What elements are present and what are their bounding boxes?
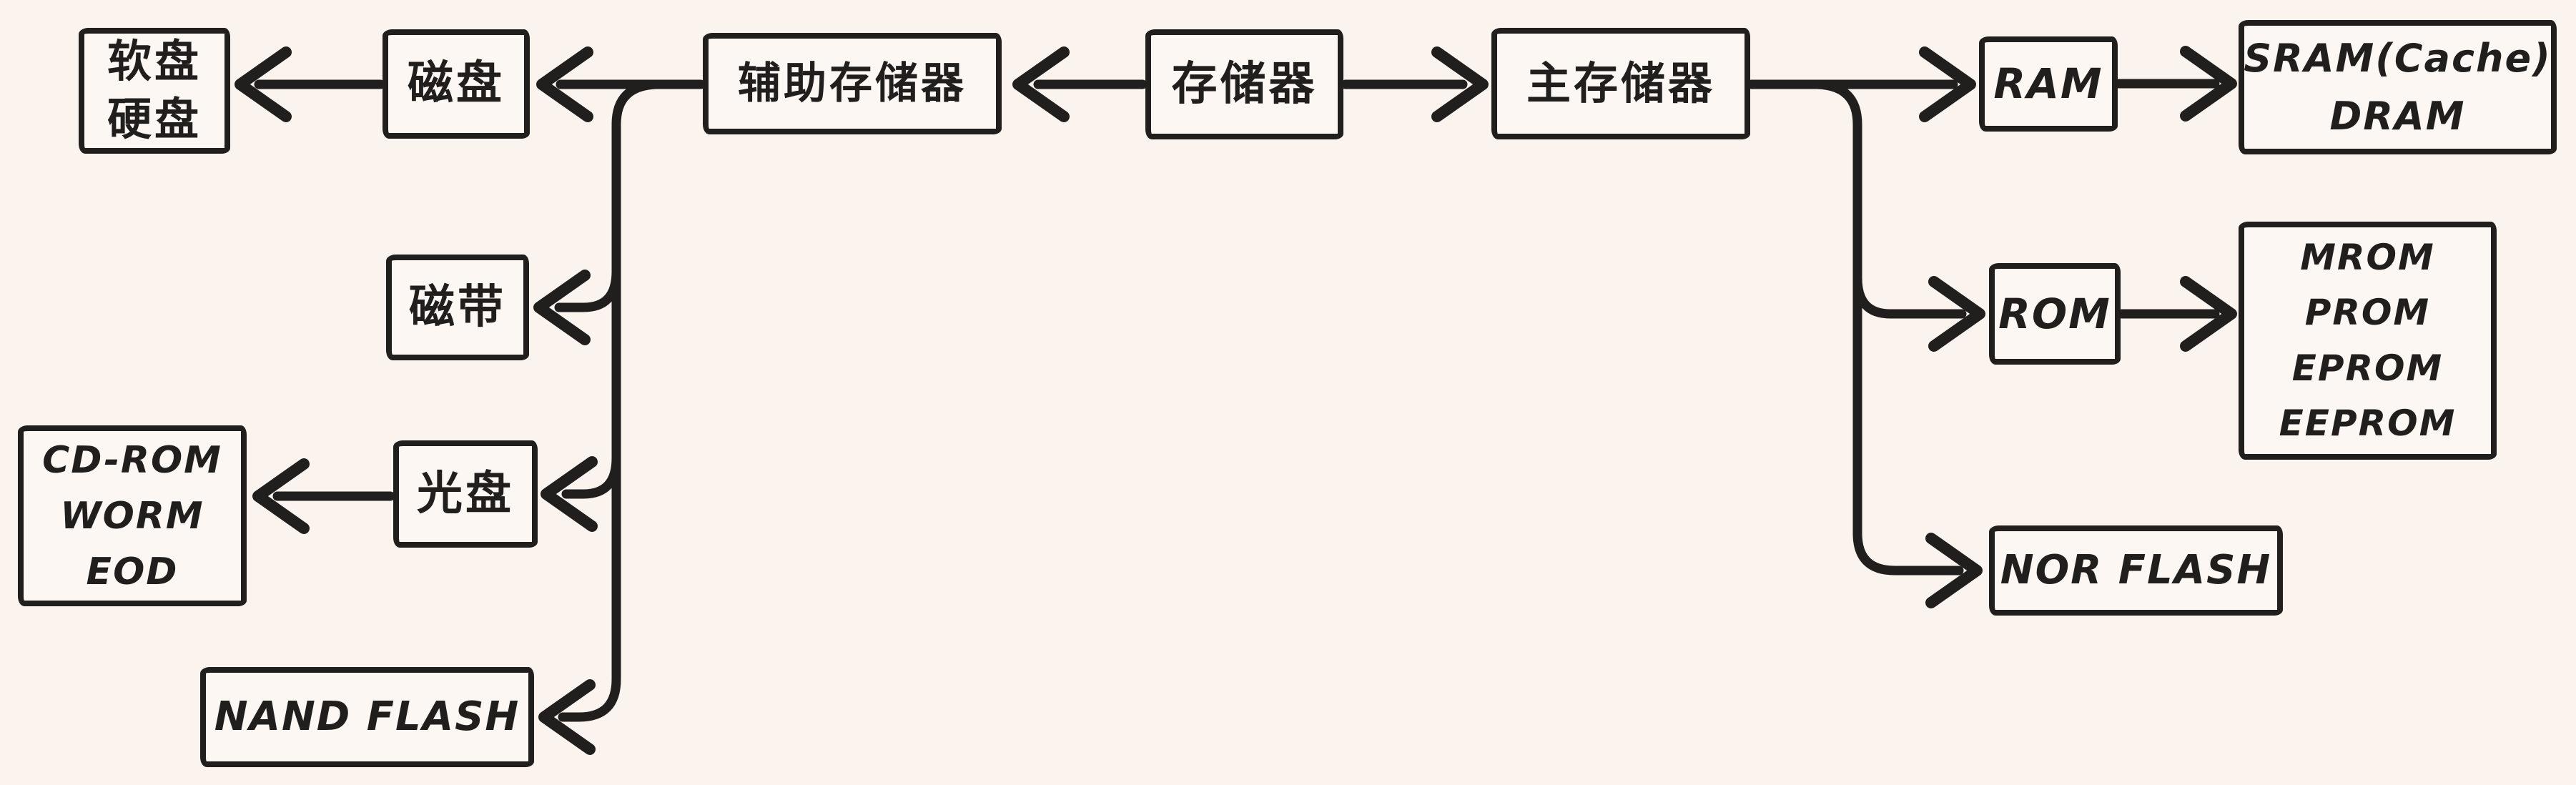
edge-main-memory-to-rom bbox=[1852, 273, 1985, 352]
node-sram-dram: SRAM(Cache) DRAM bbox=[2239, 20, 2557, 154]
node-tape: 磁带 bbox=[386, 255, 529, 360]
edge-ram-to-ram-types bbox=[2114, 46, 2237, 122]
edge-aux-storage-to-nand-flash bbox=[538, 79, 661, 755]
edge-optical-disc-to-optical-types bbox=[252, 458, 395, 534]
node-optical-disc: 光盘 bbox=[393, 440, 538, 548]
node-cdrom-worm-eod: CD-ROM WORM EOD bbox=[18, 425, 247, 606]
node-storage: 存储器 bbox=[1145, 29, 1343, 139]
edge-aux-storage-to-tape bbox=[533, 267, 621, 345]
edge-aux-storage-to-disk bbox=[536, 46, 706, 122]
edge-main-memory-to-ram bbox=[1747, 46, 1976, 122]
node-floppy-hard-disk: 软盘 硬盘 bbox=[79, 28, 230, 154]
edge-disk-to-floppy-hard bbox=[235, 46, 385, 122]
edge-storage-to-main-memory bbox=[1341, 46, 1489, 122]
edge-main-memory-to-nor-flash bbox=[1812, 79, 1983, 608]
edge-aux-storage-to-optical-disc bbox=[541, 453, 621, 532]
edge-storage-to-aux-storage bbox=[1012, 46, 1148, 122]
node-disk: 磁盘 bbox=[383, 29, 530, 139]
node-nor-flash: NOR FLASH bbox=[1989, 525, 2283, 616]
node-main-memory: 主存储器 bbox=[1491, 28, 1750, 139]
node-aux-storage: 辅助存储器 bbox=[703, 33, 1002, 134]
node-mrom-prom-eprom-eeprom: MROM PROM EPROM EEPROM bbox=[2239, 222, 2497, 460]
node-nand-flash: NAND FLASH bbox=[200, 667, 534, 767]
node-ram: RAM bbox=[1979, 36, 2118, 132]
edge-rom-to-rom-types bbox=[2117, 276, 2237, 352]
node-rom: ROM bbox=[1989, 263, 2121, 365]
